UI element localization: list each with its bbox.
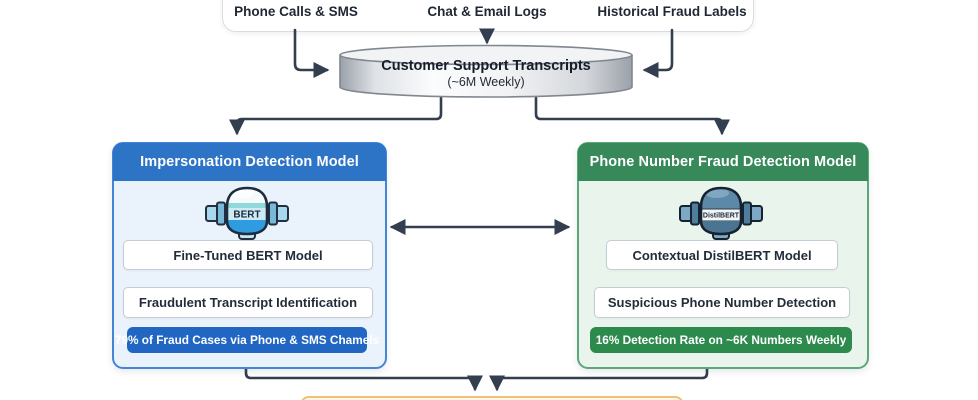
datastore-label: Customer Support Transcripts (~6M Weekly… (338, 52, 634, 96)
distilbert-icon-label: DistilBERT (703, 213, 740, 220)
datastore-subtitle: (~6M Weekly) (447, 74, 525, 89)
arrow-datastore-to-right-model (534, 96, 731, 136)
distilbert-robot-icon: DistilBERT (679, 186, 763, 240)
left-step-1: Fine-Tuned BERT Model (123, 240, 373, 270)
arrow-phone-to-datastore (293, 28, 330, 79)
data-sources-card (222, 0, 754, 32)
right-step-1: Contextual DistilBERT Model (606, 240, 838, 270)
right-metric-badge: 16% Detection Rate on ~6K Numbers Weekly (590, 327, 852, 353)
bert-robot-icon: BERT (205, 186, 289, 240)
source-phone-calls-sms: Phone Calls & SMS (234, 4, 358, 19)
right-step-2: Suspicious Phone Number Detection (594, 287, 850, 318)
right-model-header: Phone Number Fraud Detection Model (578, 143, 868, 181)
left-metric-badge: 79% of Fraud Cases via Phone & SMS Chame… (115, 327, 379, 353)
left-model-header: Impersonation Detection Model (113, 143, 386, 181)
source-chat-email-logs: Chat & Email Logs (427, 4, 547, 19)
datastore-title: Customer Support Transcripts (381, 57, 591, 74)
bottom-output-box (300, 396, 684, 400)
arrow-labels-to-datastore (642, 28, 674, 79)
bert-icon-label: BERT (233, 210, 260, 221)
source-historical-fraud-labels: Historical Fraud Labels (597, 4, 747, 19)
arrow-datastore-to-left-model (228, 96, 443, 136)
datastore-cylinder (339, 44, 633, 98)
left-step-2: Fraudulent Transcript Identification (123, 287, 373, 318)
